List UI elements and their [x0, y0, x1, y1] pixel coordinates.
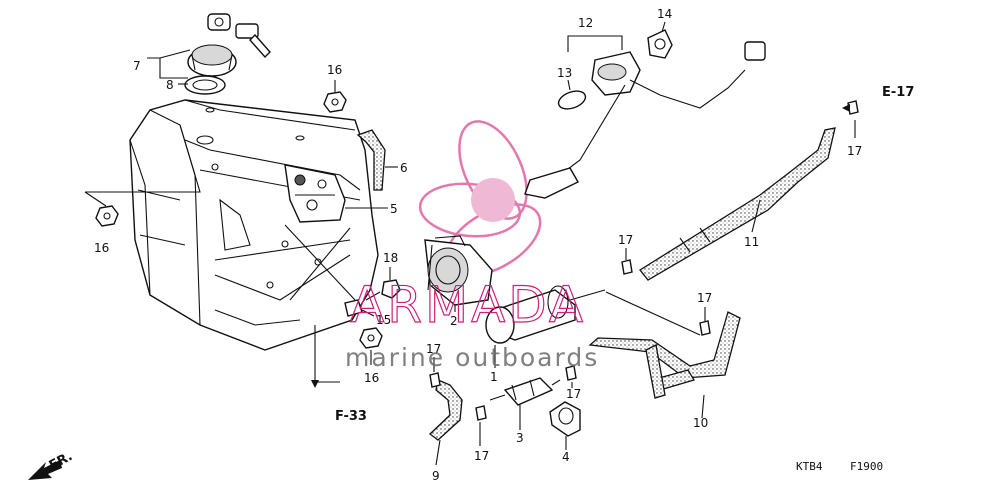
callout-3: 3	[516, 431, 524, 445]
callout-1: 1	[490, 370, 498, 384]
callout-17-mid: 17	[618, 233, 633, 247]
callout-4: 4	[562, 450, 570, 464]
callout-17-strainer: 17	[566, 387, 581, 401]
nut-16-top	[323, 91, 347, 113]
return-hose-11	[639, 127, 836, 281]
pump-bracket	[284, 164, 346, 223]
callout-6: 6	[400, 161, 408, 175]
callout-17-right: 17	[697, 291, 712, 305]
watermark-brand: ARMADA	[350, 276, 586, 334]
nut-16-left	[95, 205, 119, 227]
callout-17-lower: 17	[474, 449, 489, 463]
clip-17-lower	[475, 405, 487, 421]
callout-17-e17: 17	[847, 144, 862, 158]
fuel-strainer	[489, 377, 561, 406]
front-label: FR.	[47, 449, 75, 474]
callout-13: 13	[557, 66, 572, 80]
fuel-hose-10	[588, 311, 741, 379]
cap-gasket	[184, 75, 226, 95]
callout-5: 5	[390, 202, 398, 216]
nut-16-bottom	[359, 327, 383, 349]
fuel-cap	[187, 13, 271, 77]
clip-17-mid	[621, 259, 633, 275]
callout-16-bottom: 16	[364, 371, 379, 385]
bolt-18	[365, 279, 401, 301]
clip-17-hose9	[429, 372, 441, 388]
callout-15: 15	[376, 313, 391, 327]
lock-ring	[647, 29, 673, 59]
figure-code: F1900	[850, 460, 883, 473]
reference-e17: E-17	[882, 85, 914, 100]
front-arrow-icon: FR.	[28, 449, 75, 480]
fuel-level-sender	[524, 41, 766, 199]
leader-lines	[84, 21, 856, 466]
fuel-hose-9	[428, 379, 463, 441]
callout-7: 7	[133, 59, 141, 73]
fuel-filter	[485, 285, 606, 344]
clip-17-right	[699, 320, 711, 336]
callout-17-hose9: 17	[426, 342, 441, 356]
callout-16-left: 16	[94, 241, 109, 255]
callout-12: 12	[578, 16, 593, 30]
callout-18: 18	[383, 251, 398, 265]
fuel-tank	[129, 99, 379, 351]
clip-17-strainer	[565, 365, 577, 381]
callout-8: 8	[166, 78, 174, 92]
callout-9: 9	[432, 469, 440, 483]
callout-10: 10	[693, 416, 708, 430]
filter-clamp	[549, 401, 581, 437]
watermark-tagline: marine outboards	[345, 343, 599, 372]
callout-16-top: 16	[327, 63, 342, 77]
vent-hose	[356, 129, 386, 191]
callout-14: 14	[657, 7, 672, 21]
collar-15	[344, 299, 363, 317]
reference-f33: F-33	[335, 409, 367, 424]
callout-11: 11	[744, 235, 759, 249]
fuel-pump	[424, 235, 493, 306]
model-code: KTB4	[796, 460, 823, 473]
callout-2: 2	[450, 314, 458, 328]
sender-gasket	[557, 90, 587, 110]
